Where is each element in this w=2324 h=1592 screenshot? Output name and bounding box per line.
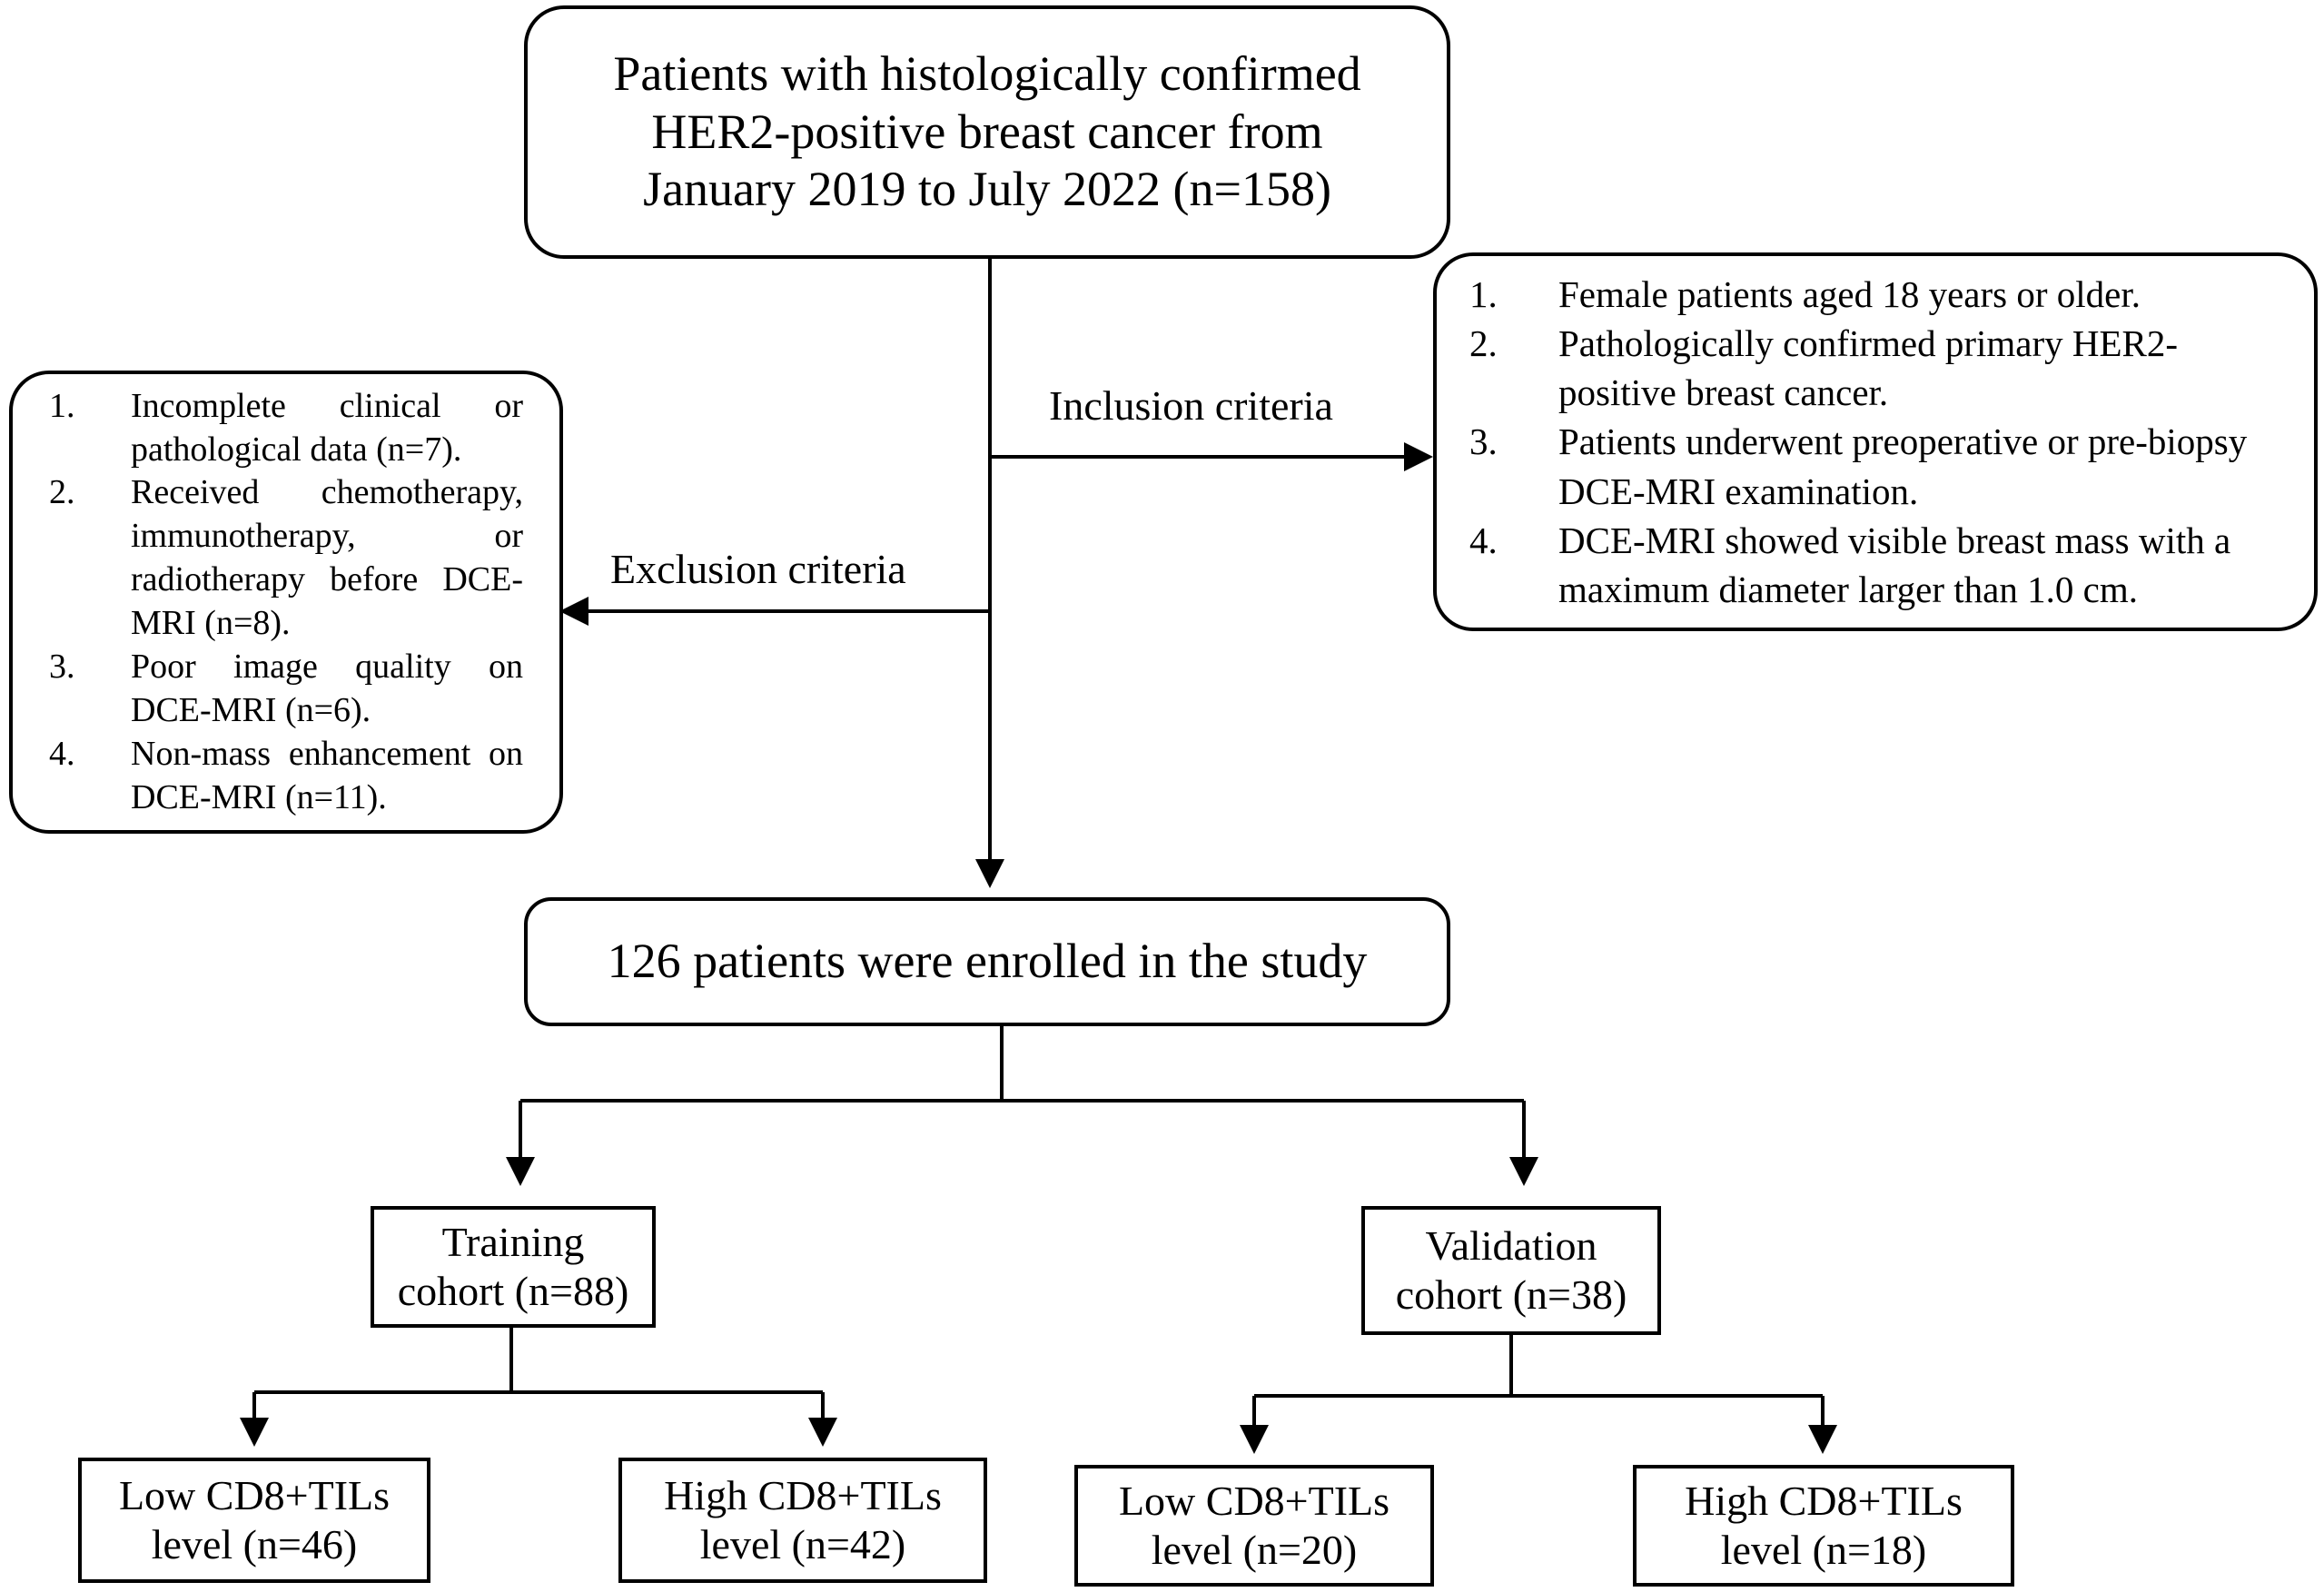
inclusion-item-text: Pathologically confirmed primary HER2-po… — [1558, 322, 2179, 414]
enrolled-patients-box: 126 patients were enrolled in the study — [524, 897, 1450, 1026]
inclusion-criteria-label: Inclusion criteria — [1049, 382, 1333, 429]
exclusion-item-text: Non-mass enhancement on DCE-MRI (n=11). — [131, 734, 523, 816]
exclusion-item-number: 3. — [49, 647, 75, 686]
val-high-line-1: High CD8+TILs — [1685, 1477, 1963, 1524]
exclusion-item-text: Poor image quality on DCE-MRI (n=6). — [131, 647, 523, 729]
validation-low-cd8-box: Low CD8+TILs level (n=20) — [1074, 1465, 1434, 1587]
training-cohort-box: Training cohort (n=88) — [371, 1206, 656, 1328]
inclusion-item: 2. Pathologically confirmed primary HER2… — [1469, 319, 2287, 417]
exclusion-item-text: Received chemotherapy, immunotherapy, or… — [131, 473, 523, 642]
inclusion-item-number: 4. — [1469, 519, 1498, 561]
source-line-1: Patients with histologically confirmed — [613, 45, 1361, 101]
val-low-line-1: Low CD8+TILs — [1118, 1477, 1390, 1524]
exclusion-item-text: Incomplete clinical or pathological data… — [131, 386, 523, 469]
training-line-1: Training — [441, 1218, 585, 1265]
validation-line-1: Validation — [1425, 1221, 1597, 1269]
exclusion-criteria-list: 1. Incomplete clinical or pathological d… — [49, 385, 523, 820]
exclusion-criteria-label: Exclusion criteria — [610, 546, 906, 592]
exclusion-item: 4. Non-mass enhancement on DCE-MRI (n=11… — [49, 733, 523, 820]
inclusion-criteria-list: 1. Female patients aged 18 years or olde… — [1469, 270, 2287, 614]
exclusion-item-number: 2. — [49, 473, 75, 512]
exclusion-criteria-box: 1. Incomplete clinical or pathological d… — [9, 371, 563, 834]
inclusion-item: 4. DCE-MRI showed visible breast mass wi… — [1469, 516, 2287, 614]
validation-cohort-box: Validation cohort (n=38) — [1361, 1206, 1661, 1335]
training-high-cd8-box: High CD8+TILs level (n=42) — [618, 1458, 987, 1583]
exclusion-item: 3. Poor image quality on DCE-MRI (n=6). — [49, 646, 523, 733]
exclusion-item: 2. Received chemotherapy, immunotherapy,… — [49, 471, 523, 646]
exclusion-item-number: 4. — [49, 734, 75, 773]
source-population-box: Patients with histologically confirmed H… — [524, 5, 1450, 259]
train-low-line-1: Low CD8+TILs — [118, 1471, 391, 1518]
inclusion-item: 3. Patients underwent preoperative or pr… — [1469, 417, 2287, 515]
val-high-line-2: level (n=18) — [1720, 1527, 1927, 1573]
source-line-2: HER2-positive breast cancer from — [651, 104, 1323, 159]
inclusion-item: 1. Female patients aged 18 years or olde… — [1469, 270, 2287, 319]
train-high-line-2: level (n=42) — [699, 1521, 906, 1567]
inclusion-item-text: Patients underwent preoperative or pre-b… — [1558, 420, 2248, 512]
exclusion-item-number: 1. — [49, 386, 75, 425]
inclusion-criteria-box: 1. Female patients aged 18 years or olde… — [1433, 252, 2318, 631]
training-low-cd8-box: Low CD8+TILs level (n=46) — [78, 1458, 430, 1583]
validation-line-2: cohort (n=38) — [1395, 1271, 1627, 1318]
val-low-line-2: level (n=20) — [1151, 1527, 1358, 1573]
inclusion-item-number: 3. — [1469, 420, 1498, 463]
inclusion-item-number: 2. — [1469, 322, 1498, 365]
inclusion-item-text: DCE-MRI showed visible breast mass with … — [1558, 519, 2231, 610]
inclusion-item-number: 1. — [1469, 273, 1498, 316]
train-low-line-2: level (n=46) — [151, 1521, 358, 1567]
inclusion-item-text: Female patients aged 18 years or older. — [1558, 273, 2141, 316]
source-line-3: January 2019 to July 2022 (n=158) — [643, 162, 1331, 217]
exclusion-item: 1. Incomplete clinical or pathological d… — [49, 385, 523, 472]
train-high-line-1: High CD8+TILs — [664, 1471, 942, 1518]
validation-high-cd8-box: High CD8+TILs level (n=18) — [1633, 1465, 2014, 1587]
training-line-2: cohort (n=88) — [397, 1268, 629, 1314]
enrolled-text: 126 patients were enrolled in the study — [607, 934, 1368, 989]
